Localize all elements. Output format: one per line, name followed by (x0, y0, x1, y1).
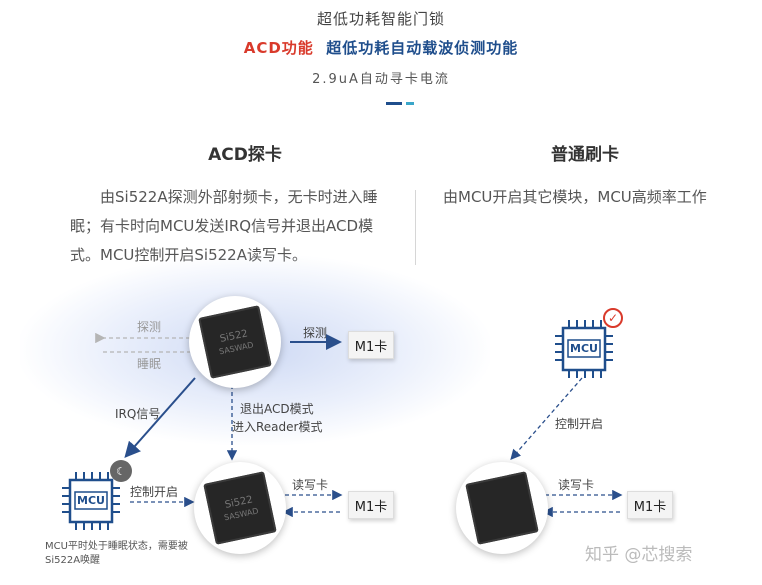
chip-icon: Si522 SASWAD (203, 471, 277, 545)
active-check-icon: ✓ (603, 308, 623, 328)
m1-card-bottom-right: M1卡 (627, 491, 673, 519)
sleep-label: 睡眠 (137, 357, 162, 371)
accent-bar-cyan (406, 102, 414, 105)
control-on-label-left: 控制开启 (130, 485, 179, 499)
m1-card-top: M1卡 (348, 331, 394, 359)
mcu-left: MCU (60, 470, 122, 532)
read-write-label-right: 读写卡 (558, 478, 595, 492)
probe-left-label: 探测 (137, 320, 162, 334)
si522a-chip-top: Si522 SASWAD (189, 296, 281, 388)
si522a-chip-bottom: Si522 SASWAD (194, 462, 286, 554)
irq-label: IRQ信号 (115, 407, 161, 421)
chip-icon (465, 471, 539, 545)
acd-description: 超低功耗自动载波侦测功能 (326, 39, 519, 57)
mcu-label-left: MCU (77, 494, 105, 507)
column-divider (415, 190, 416, 265)
mcu-chip-icon (62, 472, 120, 530)
moon-sleep-icon: ☾ (110, 460, 132, 482)
mcu-sleep-note: MCU平时处于睡眠状态，需要被Si522A唤醒 (45, 541, 188, 566)
chip-normal-mode (456, 462, 548, 554)
acd-label: ACD功能 (243, 39, 314, 57)
chip-icon: Si522 SASWAD (198, 305, 272, 379)
accent-bar-blue (386, 102, 402, 105)
acd-column-title: ACD探卡 (208, 145, 282, 165)
probe-right-label: 探测 (303, 326, 328, 340)
normal-description-text: 由MCU开启其它模块，MCU高频率工作 (443, 188, 707, 206)
read-write-label-left: 读写卡 (292, 478, 329, 492)
normal-column-title: 普通刷卡 (551, 145, 619, 165)
watermark: 知乎 @芯搜索 (585, 545, 693, 565)
page-title: 超低功耗智能门锁 (316, 10, 445, 28)
current-spec: 2.9uA自动寻卡电流 (312, 72, 450, 87)
page-subtitle: ACD功能 超低功耗自动载波侦测功能 (0, 37, 762, 58)
mcu-label-right: MCU (570, 342, 598, 355)
enter-reader-label: 进入Reader模式 (232, 420, 323, 434)
mcu-right: MCU (553, 318, 615, 380)
exit-acd-label: 退出ACD模式 (240, 402, 314, 416)
mcu-chip-icon (555, 320, 613, 378)
control-on-label-right: 控制开启 (555, 417, 604, 431)
m1-card-bottom-left: M1卡 (348, 491, 394, 519)
